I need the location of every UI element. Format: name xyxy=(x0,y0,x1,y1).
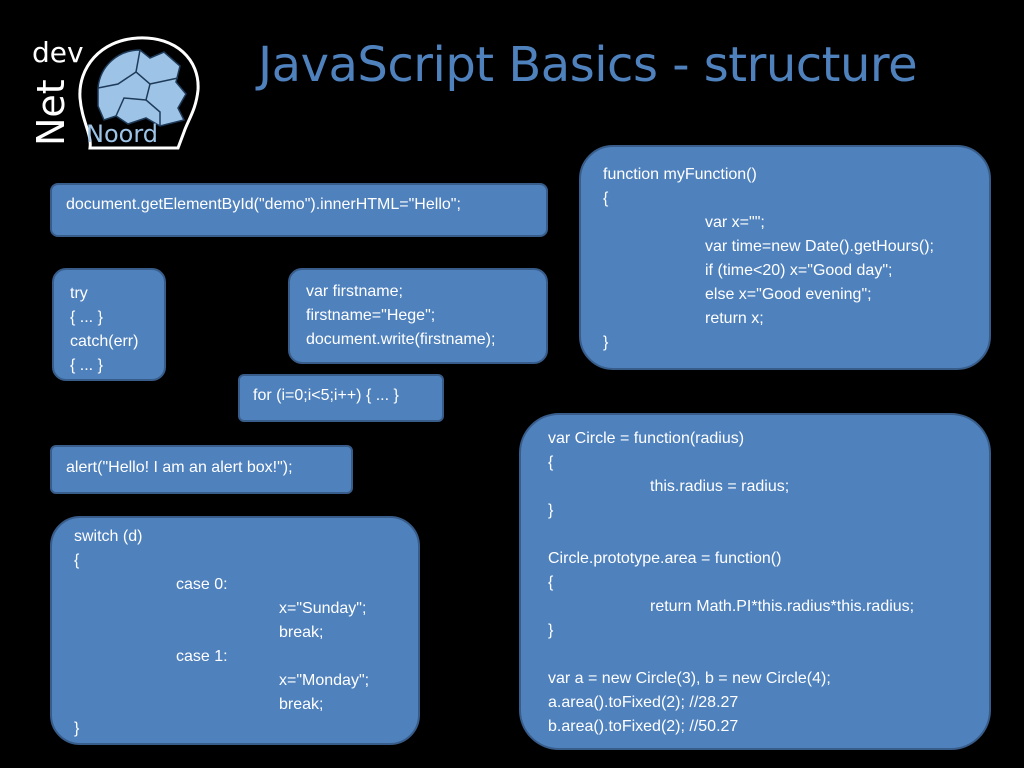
code-blank-line xyxy=(548,643,989,667)
code-line: document.write(firstname); xyxy=(306,331,496,348)
code-line: a.area().toFixed(2); //28.27 xyxy=(548,694,739,711)
slide-title: JavaScript Basics - structure xyxy=(258,37,918,93)
code-line: case 0: xyxy=(176,576,228,593)
code-line: { xyxy=(74,552,80,569)
devnet-noord-logo: dev Net Noord xyxy=(29,36,200,150)
code-line: b.area().toFixed(2); //50.27 xyxy=(548,718,739,735)
code-box-for-loop: for (i=0;i<5;i++) { ... } xyxy=(238,374,444,422)
code-box-getelementbyid: document.getElementById("demo").innerHTM… xyxy=(50,183,548,237)
code-line: { ... } xyxy=(70,309,103,326)
code-line: break; xyxy=(279,624,324,641)
code-line: return x; xyxy=(705,310,764,327)
code-line: if (time<20) x="Good day"; xyxy=(705,262,893,279)
code-line: alert("Hello! I am an alert box!"); xyxy=(66,459,293,476)
code-line: document.getElementById("demo").innerHTM… xyxy=(66,196,461,213)
code-box-function: function myFunction() { var x=""; var ti… xyxy=(579,145,991,370)
code-line: { ... } xyxy=(70,357,103,374)
code-line: return Math.PI*this.radius*this.radius; xyxy=(650,598,915,615)
code-line: { xyxy=(548,454,554,471)
code-line: } xyxy=(548,502,554,519)
code-line: try xyxy=(70,285,88,302)
code-line: } xyxy=(603,334,609,351)
code-line: break; xyxy=(279,696,324,713)
code-line: Circle.prototype.area = function() xyxy=(548,550,782,567)
code-line: function myFunction() xyxy=(603,166,757,183)
logo-text-noord: Noord xyxy=(86,120,158,148)
code-box-circle-prototype: var Circle = function(radius) { this.rad… xyxy=(519,413,991,750)
code-line: switch (d) xyxy=(74,528,143,545)
code-line: { xyxy=(603,190,609,207)
code-blank-line xyxy=(548,523,989,547)
logo-text-dev: dev xyxy=(32,36,84,69)
code-box-try-catch: try { ... } catch(err) { ... } xyxy=(52,268,166,381)
code-line: for (i=0;i<5;i++) { ... } xyxy=(253,387,399,404)
code-line: { xyxy=(548,574,554,591)
code-box-alert: alert("Hello! I am an alert box!"); xyxy=(50,445,353,494)
code-line: var Circle = function(radius) xyxy=(548,430,745,447)
head-map-icon xyxy=(78,36,200,150)
code-box-switch: switch (d) { case 0: x="Sunday"; break; … xyxy=(50,516,420,745)
code-line: case 1: xyxy=(176,648,228,665)
code-line: this.radius = radius; xyxy=(650,478,790,495)
code-line: else x="Good evening"; xyxy=(705,286,872,303)
code-line: x="Monday"; xyxy=(279,672,370,689)
code-line: var a = new Circle(3), b = new Circle(4)… xyxy=(548,670,831,687)
code-line: var time=new Date().getHours(); xyxy=(705,238,934,255)
code-line: var firstname; xyxy=(306,283,403,300)
code-line: firstname="Hege"; xyxy=(306,307,436,324)
code-line: x="Sunday"; xyxy=(279,600,367,617)
code-line: } xyxy=(548,622,554,639)
code-line: var x=""; xyxy=(705,214,765,231)
logo-text-net: Net xyxy=(29,79,73,146)
code-box-variables: var firstname; firstname="Hege"; documen… xyxy=(288,268,548,364)
code-line: } xyxy=(74,720,80,737)
code-line: catch(err) xyxy=(70,333,139,350)
